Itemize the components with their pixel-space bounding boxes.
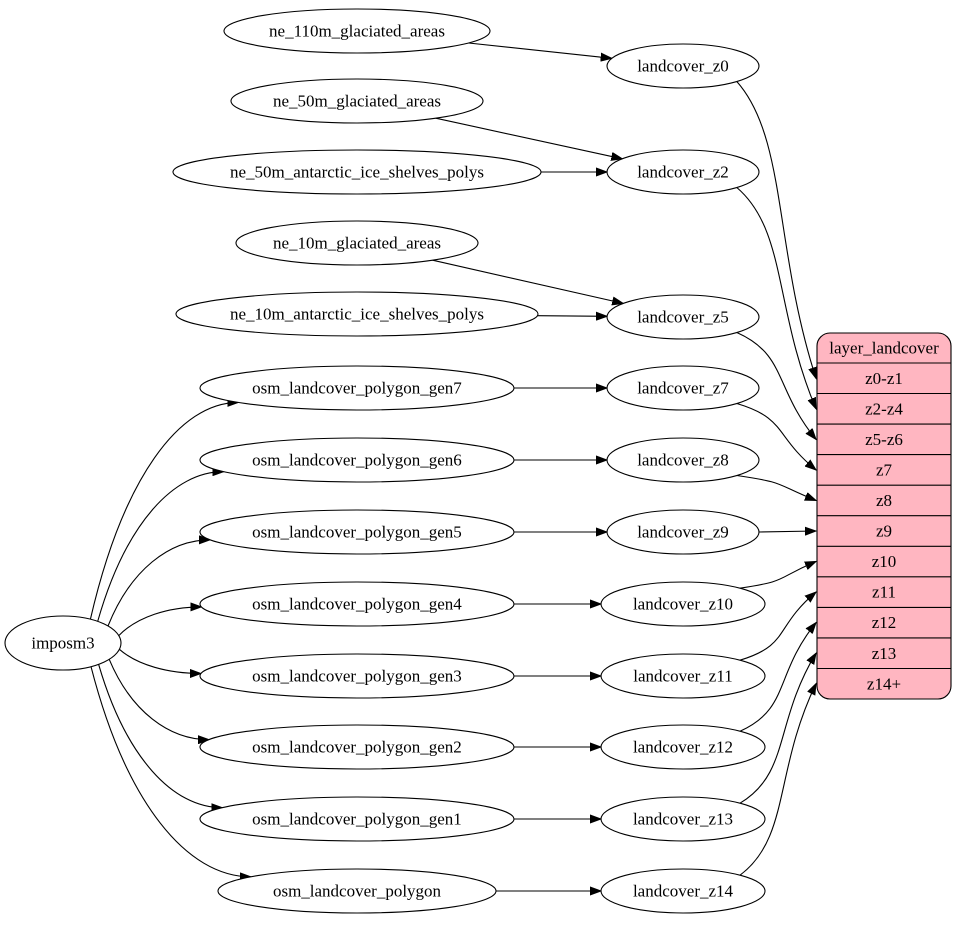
node-label-landcover_z14: landcover_z14 xyxy=(633,882,734,901)
edge-landcover_z13--layer_landcover-row9 xyxy=(739,653,816,804)
node-osm_landcover_polygon_gen3: osm_landcover_polygon_gen3 xyxy=(199,653,515,699)
node-ne_50m_glaciated_areas: ne_50m_glaciated_areas xyxy=(230,78,484,124)
node-label-osm_landcover_polygon_gen3: osm_landcover_polygon_gen3 xyxy=(252,667,462,686)
node-osm_landcover_polygon_gen7: osm_landcover_polygon_gen7 xyxy=(199,365,515,411)
node-label-landcover_z9: landcover_z9 xyxy=(637,523,729,542)
edge-landcover_z12--layer_landcover-row8 xyxy=(739,623,816,732)
edge-landcover_z7--layer_landcover-row3 xyxy=(736,402,816,470)
node-label-osm_landcover_polygon_gen5: osm_landcover_polygon_gen5 xyxy=(252,523,462,542)
node-landcover_z10: landcover_z10 xyxy=(600,581,766,627)
edge-landcover_z5--layer_landcover-row2 xyxy=(736,331,816,440)
node-label-landcover_z0: landcover_z0 xyxy=(637,57,729,76)
node-label-landcover_z11: landcover_z11 xyxy=(633,667,732,686)
node-label-landcover_z10: landcover_z10 xyxy=(633,595,733,614)
node-osm_landcover_polygon_gen2: osm_landcover_polygon_gen2 xyxy=(199,724,515,770)
node-label-osm_landcover_polygon: osm_landcover_polygon xyxy=(273,882,442,901)
edge-ne_10m_antarctic_ice_shelves_polys--landcover_z5 xyxy=(537,316,608,317)
edge-imposm3--osm_landcover_polygon xyxy=(90,666,251,877)
node-landcover_z9: landcover_z9 xyxy=(606,509,760,555)
table-row-z5-z6: z5-z6 xyxy=(865,430,903,449)
node-label-landcover_z13: landcover_z13 xyxy=(633,810,733,829)
table-layer: layer_landcover z0-z1 z2-z4 z5-z6 z7 z8 z9 z10 z… xyxy=(816,332,952,700)
table-row-z11: z11 xyxy=(872,583,896,602)
table-row-z13: z13 xyxy=(872,644,897,663)
node-label-landcover_z12: landcover_z12 xyxy=(633,738,733,757)
edge-ne_10m_glaciated_areas--landcover_z5 xyxy=(432,259,624,303)
node-label-osm_landcover_polygon_gen7: osm_landcover_polygon_gen7 xyxy=(252,379,462,398)
edge-ne_110m_glaciated_areas--landcover_z0 xyxy=(468,42,612,58)
edge-landcover_z14--layer_landcover-row10 xyxy=(739,684,816,876)
table-row-z2-z4: z2-z4 xyxy=(865,399,903,418)
edge-landcover_z10--layer_landcover-row6 xyxy=(739,562,816,589)
node-landcover_z2: landcover_z2 xyxy=(606,149,760,195)
node-osm_landcover_polygon_gen4: osm_landcover_polygon_gen4 xyxy=(199,581,515,627)
table-row-z10: z10 xyxy=(872,552,897,571)
edge-landcover_z11--layer_landcover-row7 xyxy=(739,592,816,661)
node-label-osm_landcover_polygon_gen2: osm_landcover_polygon_gen2 xyxy=(252,738,462,757)
nodes-layer: imposm3 ne_110m_glaciated_areas ne_50m_gla… xyxy=(4,8,766,914)
edge-landcover_z9--layer_landcover-row5 xyxy=(758,531,816,532)
node-landcover_z14: landcover_z14 xyxy=(600,868,766,914)
node-landcover_z13: landcover_z13 xyxy=(600,796,766,842)
node-label-imposm3: imposm3 xyxy=(31,634,94,653)
node-osm_landcover_polygon_gen6: osm_landcover_polygon_gen6 xyxy=(199,437,515,483)
edge-imposm3--osm_landcover_polygon_gen6 xyxy=(97,472,224,622)
node-label-landcover_z5: landcover_z5 xyxy=(637,308,729,327)
node-ne_110m_glaciated_areas: ne_110m_glaciated_areas xyxy=(223,8,491,54)
node-label-landcover_z8: landcover_z8 xyxy=(637,451,729,470)
edge-landcover_z2--layer_landcover-row1 xyxy=(736,187,816,409)
node-label-landcover_z2: landcover_z2 xyxy=(637,163,729,182)
table-row-z0-z1: z0-z1 xyxy=(865,369,903,388)
edge-imposm3--osm_landcover_polygon_gen7 xyxy=(89,402,238,620)
node-label-osm_landcover_polygon_gen1: osm_landcover_polygon_gen1 xyxy=(252,810,462,829)
node-ne_10m_glaciated_areas: ne_10m_glaciated_areas xyxy=(235,220,479,266)
edge-imposm3--osm_landcover_polygon_gen3 xyxy=(119,648,201,673)
node-imposm3: imposm3 xyxy=(4,615,122,671)
node-label-landcover_z7: landcover_z7 xyxy=(637,379,729,398)
node-label-ne_50m_antarctic_ice_shelves_polys: ne_50m_antarctic_ice_shelves_polys xyxy=(230,163,484,182)
node-label-ne_50m_glaciated_areas: ne_50m_glaciated_areas xyxy=(273,92,441,111)
edge-imposm3--osm_landcover_polygon_gen5 xyxy=(107,540,210,627)
node-landcover_z0: landcover_z0 xyxy=(606,43,760,89)
table-row-z8: z8 xyxy=(876,491,892,510)
table-row-z7: z7 xyxy=(876,461,893,480)
edge-ne_50m_glaciated_areas--landcover_z2 xyxy=(435,117,623,159)
node-label-ne_110m_glaciated_areas: ne_110m_glaciated_areas xyxy=(269,22,445,41)
node-landcover_z8: landcover_z8 xyxy=(606,437,760,483)
table-row-z12: z12 xyxy=(872,613,897,632)
node-label-ne_10m_antarctic_ice_shelves_polys: ne_10m_antarctic_ice_shelves_polys xyxy=(230,305,484,324)
table-header: layer_landcover xyxy=(829,339,939,358)
node-osm_landcover_polygon_gen5: osm_landcover_polygon_gen5 xyxy=(199,509,515,555)
edges-layer xyxy=(89,42,816,891)
table-layer_landcover: layer_landcover z0-z1 z2-z4 z5-z6 z7 z8 z9 z10 z… xyxy=(816,332,952,700)
node-osm_landcover_polygon_gen1: osm_landcover_polygon_gen1 xyxy=(199,796,515,842)
node-landcover_z12: landcover_z12 xyxy=(600,724,766,770)
edge-landcover_z8--layer_landcover-row4 xyxy=(736,474,816,501)
edge-imposm3--osm_landcover_polygon_gen4 xyxy=(118,607,202,636)
node-osm_landcover_polygon: osm_landcover_polygon xyxy=(217,868,497,914)
edge-imposm3--osm_landcover_polygon_gen2 xyxy=(108,659,209,739)
node-label-osm_landcover_polygon_gen6: osm_landcover_polygon_gen6 xyxy=(252,451,462,470)
node-landcover_z7: landcover_z7 xyxy=(606,365,760,411)
node-ne_10m_antarctic_ice_shelves_polys: ne_10m_antarctic_ice_shelves_polys xyxy=(175,291,539,337)
node-label-ne_10m_glaciated_areas: ne_10m_glaciated_areas xyxy=(273,234,441,253)
node-landcover_z5: landcover_z5 xyxy=(606,294,760,340)
table-row-z9: z9 xyxy=(876,522,892,541)
node-landcover_z11: landcover_z11 xyxy=(600,653,766,699)
table-row-z14+: z14+ xyxy=(867,674,901,693)
node-label-osm_landcover_polygon_gen4: osm_landcover_polygon_gen4 xyxy=(252,595,462,614)
edge-imposm3--osm_landcover_polygon_gen1 xyxy=(98,664,223,807)
node-ne_50m_antarctic_ice_shelves_polys: ne_50m_antarctic_ice_shelves_polys xyxy=(172,149,542,195)
edge-landcover_z0--layer_landcover-row0 xyxy=(736,81,816,379)
